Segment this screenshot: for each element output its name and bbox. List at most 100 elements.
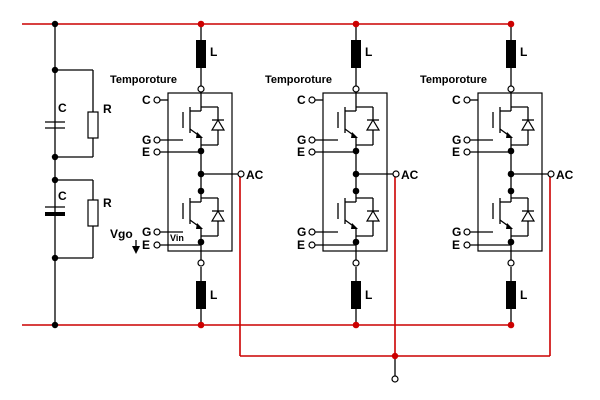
module-terminal-bottom: [352, 259, 360, 267]
gate-label-upper: G: [142, 133, 151, 147]
temperature-label: Temporoture: [110, 74, 177, 86]
inductor-upper: [506, 40, 516, 68]
inductor-lower-label: L: [365, 288, 372, 302]
collector-terminal: [308, 96, 316, 104]
junction-lower-emitter: [507, 238, 515, 246]
inductor-upper-label: L: [520, 45, 527, 59]
ac-label: AC: [401, 168, 419, 182]
emitter-label-lower: E: [452, 238, 460, 252]
igbt-transistor: [182, 194, 226, 237]
module-outline: [167, 92, 233, 252]
emitter-terminal-lower: [463, 241, 471, 249]
module-terminal-bottom: [507, 259, 515, 267]
gate-label-lower: G: [297, 225, 306, 239]
resistor-upper-label: R: [103, 102, 112, 116]
output-terminal: [391, 375, 399, 383]
gate-terminal-upper: [463, 136, 471, 144]
freewheel-diode: [520, 209, 536, 222]
emitter-label-upper: E: [297, 145, 305, 159]
bus-junction-top: [352, 20, 360, 28]
collector-label: C: [142, 93, 151, 107]
collector-label: C: [297, 93, 306, 107]
inductor-upper: [351, 40, 361, 68]
collector-terminal: [463, 96, 471, 104]
output-junction: [391, 352, 399, 360]
gate-label-upper: G: [452, 133, 461, 147]
collector-label: C: [452, 93, 461, 107]
capacitor-lower-label: C: [58, 189, 67, 203]
gate-terminal-lower: [463, 228, 471, 236]
igbt-transistor: [337, 194, 381, 237]
igbt-transistor: [182, 103, 226, 146]
ac-terminal: [237, 170, 245, 178]
emitter-label-lower: E: [142, 238, 150, 252]
output-wiring: [239, 174, 551, 383]
bus-junction-bottom: [197, 321, 205, 329]
emitter-label-upper: E: [452, 145, 460, 159]
igbt-transistor: [492, 103, 536, 146]
ac-terminal: [392, 170, 400, 178]
freewheel-diode: [210, 118, 226, 131]
vgo-label: Vgo: [110, 227, 133, 241]
module-outline: [477, 92, 543, 252]
ac-terminal: [547, 170, 555, 178]
gate-label-lower: G: [452, 225, 461, 239]
bus-junction-top: [197, 20, 205, 28]
bus-junction-bottom: [507, 321, 515, 329]
freewheel-diode: [210, 209, 226, 222]
resistor-lower: [87, 199, 99, 227]
vin-label: Vin: [170, 233, 184, 243]
emitter-label-lower: E: [297, 238, 305, 252]
junction-upper-emitter: [507, 147, 515, 155]
bus-junction-bottom: [352, 321, 360, 329]
resistor-lower-label: R: [103, 196, 112, 210]
inductor-upper: [196, 40, 206, 68]
capacitor-lower-plate-bottom: [45, 212, 65, 216]
inductor-lower: [506, 281, 516, 309]
freewheel-diode: [520, 118, 536, 131]
emitter-terminal-upper: [308, 148, 316, 156]
emitter-label-upper: E: [142, 145, 150, 159]
gate-terminal-upper: [153, 136, 161, 144]
gate-terminal-lower: [308, 228, 316, 236]
inductor-lower-label: L: [210, 288, 217, 302]
gate-label-upper: G: [297, 133, 306, 147]
igbt-transistor: [492, 194, 536, 237]
module-terminal-top: [197, 85, 205, 93]
inductor-upper-label: L: [365, 45, 372, 59]
module-terminal-top: [352, 85, 360, 93]
inductor-lower-label: L: [520, 288, 527, 302]
module-outline: [322, 92, 388, 252]
inductor-lower: [351, 281, 361, 309]
collector-terminal: [153, 96, 161, 104]
capacitor-upper-label: C: [58, 101, 67, 115]
inductor-upper-label: L: [210, 45, 217, 59]
junction-upper-emitter: [197, 147, 205, 155]
junction-lower-emitter: [197, 238, 205, 246]
emitter-terminal-lower: [308, 241, 316, 249]
gate-terminal-upper: [308, 136, 316, 144]
temperature-label: Temporoture: [265, 74, 332, 86]
emitter-terminal-upper: [463, 148, 471, 156]
freewheel-diode: [365, 118, 381, 131]
ac-label: AC: [556, 168, 574, 182]
emitter-terminal-lower: [153, 241, 161, 249]
junction-lower-collector: [352, 187, 360, 195]
ac-label: AC: [246, 168, 264, 182]
igbt-transistor: [337, 103, 381, 146]
junction-lower-emitter: [352, 238, 360, 246]
temperature-label: Temporoture: [420, 74, 487, 86]
inductor-lower: [196, 281, 206, 309]
module-terminal-bottom: [197, 259, 205, 267]
junction-lower-collector: [197, 187, 205, 195]
bus-junction-top: [507, 20, 515, 28]
gate-label-lower: G: [142, 225, 151, 239]
junction-lower-collector: [507, 187, 515, 195]
gate-terminal-lower: [153, 228, 161, 236]
vgo-indicator: Vgo: [110, 227, 140, 254]
